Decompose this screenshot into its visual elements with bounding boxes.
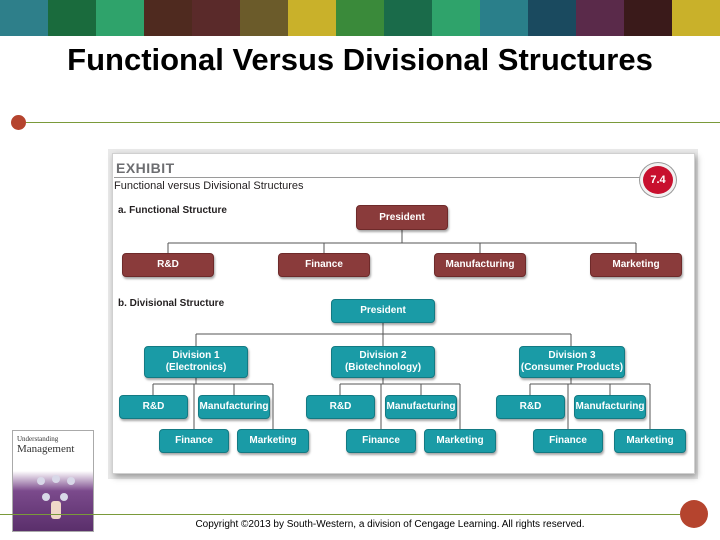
division-3-rd-box: R&D xyxy=(496,395,565,419)
functional-president-box: President xyxy=(356,205,448,230)
division-2-marketing-box: Marketing xyxy=(424,429,496,453)
footer-rule-dot xyxy=(680,500,708,528)
band-segment xyxy=(432,0,480,36)
divisional-structure-label: b. Divisional Structure xyxy=(118,298,225,309)
footer-rule xyxy=(0,514,680,515)
division-2-name: Division 2 xyxy=(359,350,407,361)
top-color-band xyxy=(0,0,720,36)
division-1-rd-box: R&D xyxy=(119,395,188,419)
division-1-marketing-box: Marketing xyxy=(237,429,309,453)
band-segment xyxy=(624,0,672,36)
functional-manufacturing-box: Manufacturing xyxy=(434,253,526,277)
band-segment xyxy=(576,0,624,36)
exhibit-label: EXHIBIT xyxy=(116,160,175,176)
slide-title: Functional Versus Divisional Structures xyxy=(67,42,653,77)
band-segment xyxy=(384,0,432,36)
division-3-marketing-box: Marketing xyxy=(614,429,686,453)
copyright-notice: Copyright ©2013 by South-Western, a divi… xyxy=(195,519,585,530)
book-title-line1: Understanding xyxy=(17,435,59,443)
book-cover-thumbnail: Understanding Management xyxy=(12,430,94,532)
book-title-line2: Management xyxy=(17,443,75,455)
division-2-rd-box: R&D xyxy=(306,395,375,419)
book-people-icon xyxy=(37,475,75,519)
band-segment xyxy=(0,0,48,36)
band-segment xyxy=(96,0,144,36)
division-2-sub: (Biotechnology) xyxy=(344,362,422,373)
divisional-president-box: President xyxy=(331,299,435,323)
exhibit-subtitle: Functional versus Divisional Structures xyxy=(114,180,304,192)
division-1-manufacturing-box: Manufacturing xyxy=(198,395,270,419)
division-1-box: Division 1 (Electronics) xyxy=(144,346,248,378)
band-segment xyxy=(480,0,528,36)
functional-finance-box: Finance xyxy=(278,253,370,277)
band-segment xyxy=(672,0,720,36)
division-2-box: Division 2 (Biotechnology) xyxy=(331,346,435,378)
exhibit-number-badge: 7.4 xyxy=(640,163,676,197)
band-segment xyxy=(240,0,288,36)
division-1-name: Division 1 xyxy=(172,350,220,361)
division-3-name: Division 3 xyxy=(548,350,596,361)
band-segment xyxy=(288,0,336,36)
band-segment xyxy=(528,0,576,36)
exhibit-divider xyxy=(114,177,642,178)
band-segment xyxy=(48,0,96,36)
division-1-sub: (Electronics) xyxy=(165,362,227,373)
division-1-finance-box: Finance xyxy=(159,429,229,453)
division-3-box: Division 3 (Consumer Products) xyxy=(519,346,625,378)
band-segment xyxy=(192,0,240,36)
title-rule-dot xyxy=(11,115,26,130)
band-segment xyxy=(336,0,384,36)
functional-structure-label: a. Functional Structure xyxy=(118,205,227,216)
division-3-sub: (Consumer Products) xyxy=(520,362,624,373)
division-3-manufacturing-box: Manufacturing xyxy=(574,395,646,419)
band-segment xyxy=(144,0,192,36)
division-3-finance-box: Finance xyxy=(533,429,603,453)
functional-rd-box: R&D xyxy=(122,253,214,277)
division-2-finance-box: Finance xyxy=(346,429,416,453)
division-2-manufacturing-box: Manufacturing xyxy=(385,395,457,419)
functional-marketing-box: Marketing xyxy=(590,253,682,277)
title-rule xyxy=(26,122,720,123)
